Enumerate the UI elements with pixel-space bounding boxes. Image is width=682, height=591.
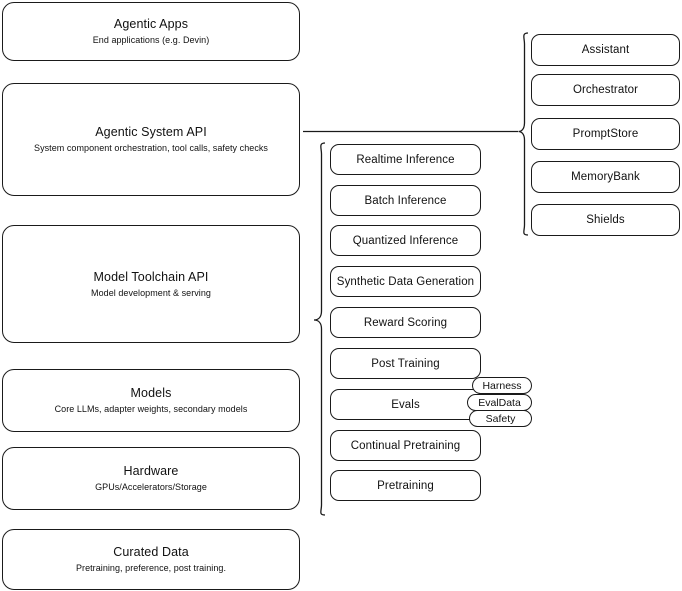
layer-subtitle: Core LLMs, adapter weights, secondary mo… bbox=[54, 404, 248, 414]
eval-pill-label: Safety bbox=[485, 412, 516, 425]
agentic-item-memorybank[interactable]: MemoryBank bbox=[531, 161, 680, 193]
toolchain-item-continual-pretraining[interactable]: Continual Pretraining bbox=[330, 430, 481, 461]
layer-title: Model Toolchain API bbox=[93, 269, 209, 284]
layer-box-model-toolchain-api[interactable]: Model Toolchain API Model development & … bbox=[2, 225, 300, 343]
toolchain-item-synthetic-data-generation[interactable]: Synthetic Data Generation bbox=[330, 266, 481, 297]
toolchain-item-realtime-inference[interactable]: Realtime Inference bbox=[330, 144, 481, 175]
toolchain-item-pretraining[interactable]: Pretraining bbox=[330, 470, 481, 501]
agentic-item-label: MemoryBank bbox=[571, 171, 640, 183]
toolchain-item-quantized-inference[interactable]: Quantized Inference bbox=[330, 225, 481, 256]
toolchain-item-label: Quantized Inference bbox=[352, 234, 459, 247]
eval-pill-safety[interactable]: Safety bbox=[469, 410, 532, 427]
layer-subtitle: Pretraining, preference, post training. bbox=[75, 563, 227, 573]
layer-subtitle: Model development & serving bbox=[91, 287, 211, 298]
layer-box-agentic-apps[interactable]: Agentic Apps End applications (e.g. Devi… bbox=[2, 2, 300, 61]
layer-title: Hardware bbox=[123, 464, 179, 478]
agentic-item-assistant[interactable]: Assistant bbox=[531, 34, 680, 66]
agentic-item-label: Orchestrator bbox=[572, 84, 639, 96]
toolchain-item-label: Reward Scoring bbox=[363, 316, 448, 329]
eval-pill-harness[interactable]: Harness bbox=[472, 377, 532, 394]
toolchain-item-batch-inference[interactable]: Batch Inference bbox=[330, 185, 481, 216]
agentic-item-label: Shields bbox=[586, 214, 625, 226]
eval-pill-evaldata[interactable]: EvalData bbox=[467, 394, 532, 411]
layer-title: Models bbox=[130, 386, 172, 400]
toolchain-item-label: Pretraining bbox=[377, 479, 434, 492]
agentic-item-promptstore[interactable]: PromptStore bbox=[531, 118, 680, 150]
layer-box-curated-data[interactable]: Curated Data Pretraining, preference, po… bbox=[2, 529, 300, 590]
layer-title: Agentic System API bbox=[95, 125, 207, 139]
agentic-item-label: PromptStore bbox=[572, 128, 639, 140]
layer-title: Curated Data bbox=[113, 545, 189, 559]
layer-box-agentic-system-api[interactable]: Agentic System API System component orch… bbox=[2, 83, 300, 196]
layer-box-hardware[interactable]: Hardware GPUs/Accelerators/Storage bbox=[2, 447, 300, 510]
layer-subtitle: End applications (e.g. Devin) bbox=[92, 35, 210, 45]
toolchain-item-evals[interactable]: Evals bbox=[330, 389, 481, 420]
agentic-components-brace bbox=[518, 32, 529, 236]
toolchain-components-brace bbox=[313, 142, 326, 516]
toolchain-item-label: Post Training bbox=[371, 357, 440, 370]
agentic-item-orchestrator[interactable]: Orchestrator bbox=[531, 74, 680, 106]
agentic-item-shields[interactable]: Shields bbox=[531, 204, 680, 236]
agentic-item-label: Assistant bbox=[581, 44, 630, 56]
toolchain-item-post-training[interactable]: Post Training bbox=[330, 348, 481, 379]
layer-subtitle: GPUs/Accelerators/Storage bbox=[95, 482, 207, 492]
toolchain-item-label: Realtime Inference bbox=[356, 153, 455, 166]
eval-pill-label: Harness bbox=[482, 379, 522, 392]
layer-title: Agentic Apps bbox=[113, 17, 189, 31]
toolchain-item-label: Batch Inference bbox=[364, 194, 447, 207]
toolchain-item-reward-scoring[interactable]: Reward Scoring bbox=[330, 307, 481, 338]
toolchain-item-label: Evals bbox=[391, 398, 420, 411]
toolchain-item-label: Continual Pretraining bbox=[350, 439, 461, 452]
eval-pill-label: EvalData bbox=[478, 396, 521, 409]
layer-subtitle: System component orchestration, tool cal… bbox=[34, 143, 268, 153]
toolchain-item-label: Synthetic Data Generation bbox=[336, 275, 475, 288]
layer-box-models[interactable]: Models Core LLMs, adapter weights, secon… bbox=[2, 369, 300, 432]
